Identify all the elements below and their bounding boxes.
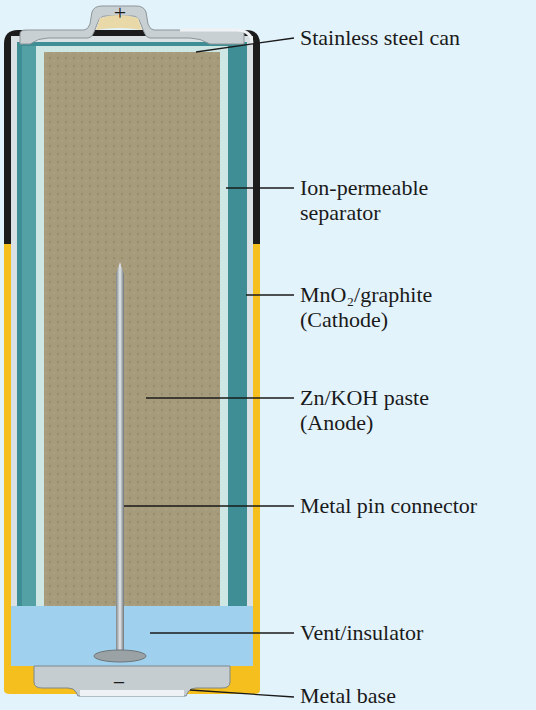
anode-paste — [44, 52, 220, 606]
metal-base — [34, 666, 230, 696]
positive-cap — [20, 6, 244, 44]
separator-layer — [36, 46, 228, 606]
vent-insulator — [11, 606, 253, 666]
part-label: Vent/insulator — [300, 620, 530, 645]
terminal-sign: + — [105, 0, 135, 25]
cap-highlight — [180, 30, 252, 44]
cathode-highlight — [22, 46, 36, 606]
part-label: MnO₂/graphite (Cathode) — [300, 282, 480, 332]
part-label: Stainless steel can — [300, 25, 530, 50]
base-highlight — [80, 690, 184, 696]
part-label: Metal pin connector — [300, 493, 530, 518]
steel-can — [11, 36, 253, 606]
part-label: Zn/KOH paste (Anode) — [300, 385, 475, 435]
part-label: Metal base — [300, 683, 530, 708]
pin-head — [94, 650, 146, 662]
pin-connector — [116, 262, 124, 652]
cathode-layer — [17, 42, 247, 606]
terminal-sign: − — [104, 670, 134, 695]
leader-lines — [124, 38, 294, 697]
part-label: Ion-permeable separator — [300, 175, 470, 225]
